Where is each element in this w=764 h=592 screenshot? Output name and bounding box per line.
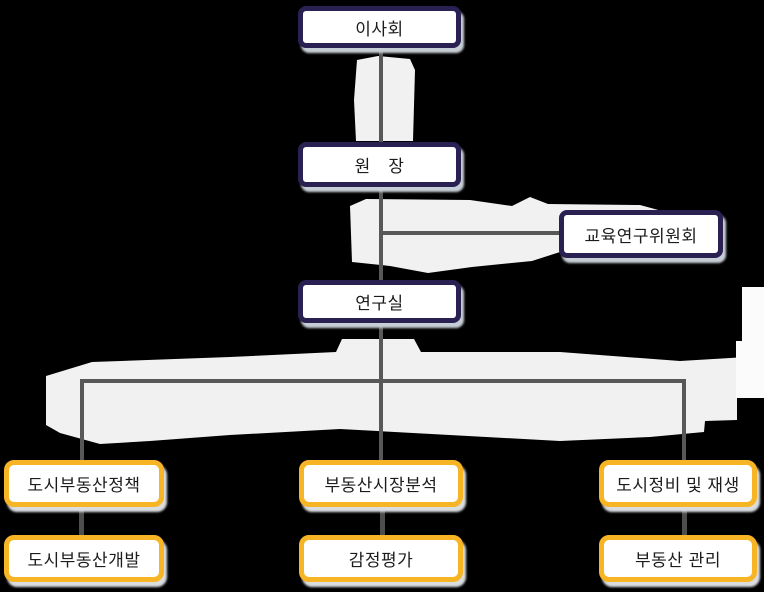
connector-market-appraisal [380,506,385,537]
node-education-research-committee: 교육연구위원회 [559,210,723,258]
node-board-of-directors: 이사회 [298,6,461,48]
highlight-blob-bottom [46,339,747,444]
connector-board-director [379,46,383,144]
node-urban-real-estate-development: 도시부동산개발 [4,535,164,582]
connector-policy-development [79,506,84,537]
node-real-estate-management: 부동산 관리 [599,535,757,582]
right-edge-strip [736,287,764,398]
connector-branch-horizontal [80,379,686,383]
connector-director-committee [381,231,560,235]
highlight-blob-top [354,56,415,141]
connector-renewal-management [682,506,687,537]
node-research-lab: 연구실 [298,280,461,323]
node-director: 원 장 [298,142,461,187]
node-urban-renewal-regeneration: 도시정비 및 재생 [599,460,757,507]
connector-branch-renewal [682,381,686,461]
node-urban-real-estate-policy: 도시부동산정책 [4,460,164,507]
node-real-estate-market-analysis: 부동산시장분석 [299,460,463,507]
node-appraisal: 감정평가 [299,535,463,582]
connector-branch-policy [80,381,84,461]
connector-lab-market [379,321,383,462]
